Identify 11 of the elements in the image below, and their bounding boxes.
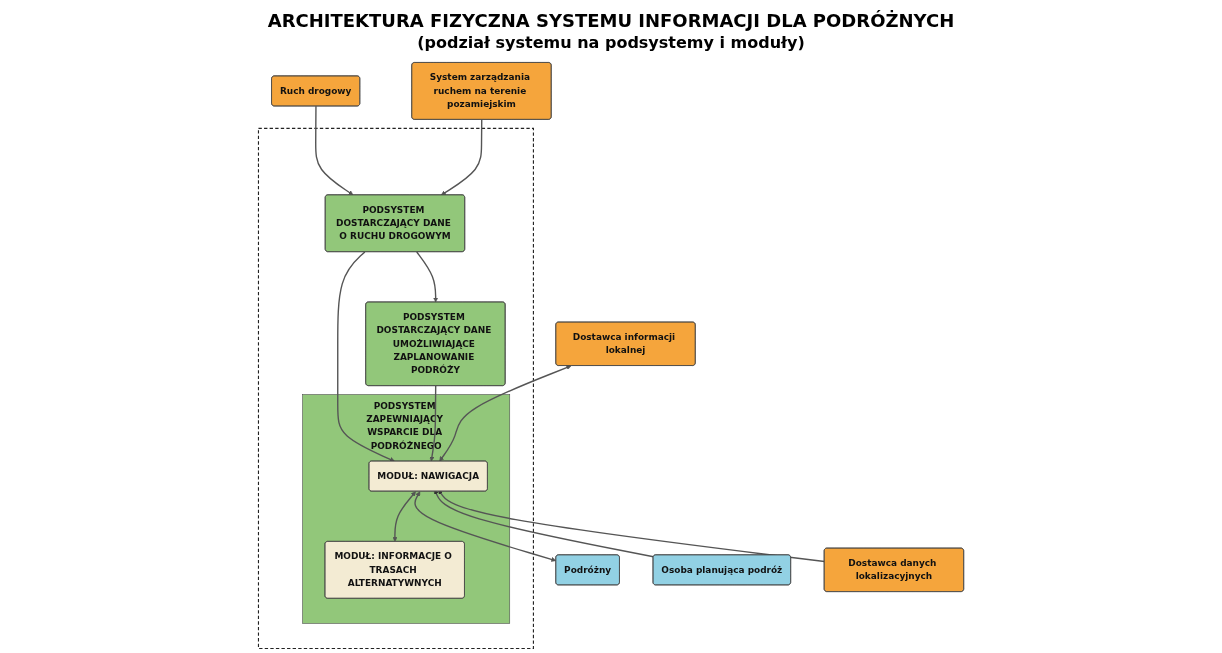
diagram-title: ARCHITEKTURA FIZYCZNA SYSTEMU INFORMACJI DLA PODRÓŻNYCH xyxy=(267,10,955,31)
arrow xyxy=(439,365,572,462)
subtitle: (podział systemu na podsystemy i moduły) xyxy=(417,33,805,52)
arrow xyxy=(415,251,439,303)
arrow xyxy=(314,105,354,196)
arrow xyxy=(414,491,557,562)
arrow xyxy=(429,385,437,462)
arrow xyxy=(392,491,416,542)
cluster xyxy=(257,127,534,650)
arrow xyxy=(440,119,483,196)
arrow xyxy=(336,251,395,462)
